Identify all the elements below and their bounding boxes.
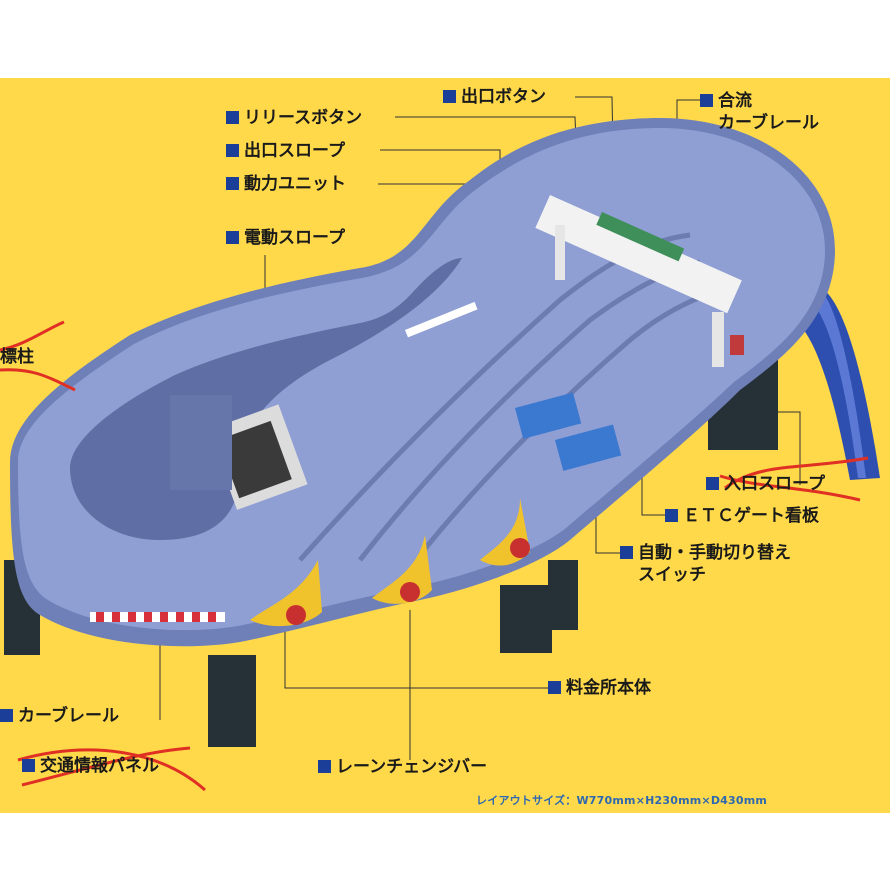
label-text: 交通情報パネル	[40, 756, 159, 776]
label-text: 料金所本体	[566, 678, 651, 698]
strike-marks	[0, 320, 869, 792]
label-text: 出口ボタン	[461, 87, 546, 107]
label-text: カーブレール	[18, 706, 119, 726]
label-exit-button: 出口ボタン	[443, 86, 546, 108]
bullet-square-icon	[700, 94, 713, 107]
label-text: 合流	[718, 91, 752, 111]
bullet-square-icon	[620, 546, 633, 559]
bullet-square-icon	[226, 231, 239, 244]
label-release-button: リリースボタン	[226, 107, 362, 129]
track-inner-loop	[70, 258, 462, 540]
bullet-square-icon	[318, 760, 331, 773]
bullet-square-icon	[22, 759, 35, 772]
label-electric-slope: 電動スロープ	[226, 227, 345, 249]
label-curve-rail: カーブレール	[0, 705, 119, 727]
label-entrance-slope: 入口スロープ	[706, 473, 825, 495]
label-text: 自動・手動切り替え	[638, 543, 791, 563]
bullet-square-icon	[665, 509, 678, 522]
label-text: 出口スロープ	[244, 141, 345, 161]
label-merge-curve-rail: 合流 カーブレール	[700, 90, 819, 134]
bullet-square-icon	[226, 111, 239, 124]
label-text: 入口スロープ	[724, 474, 825, 494]
label-text: リリースボタン	[244, 108, 363, 128]
bullet-square-icon	[226, 144, 239, 157]
bullet-square-icon	[443, 90, 456, 103]
track-pillar	[170, 395, 232, 490]
striped-barriers	[90, 301, 478, 622]
label-power-unit: 動力ユニット	[226, 173, 346, 195]
layout-size-text: レイアウトサイズ：W770mm×H230mm×D430mm	[476, 794, 768, 807]
lane-change-levers	[250, 498, 530, 627]
etc-gate	[535, 195, 744, 367]
label-auto-manual-switch: 自動・手動切り替え スイッチ	[620, 542, 791, 586]
label-text: 標柱	[0, 347, 34, 367]
label-traffic-info-panel: 交通情報パネル	[22, 755, 159, 777]
label-text: カーブレール	[718, 113, 819, 133]
label-left-cut: 標柱	[0, 346, 34, 368]
label-text: スイッチ	[638, 565, 706, 585]
chevron-sign-icon	[515, 392, 622, 471]
label-lane-change-bar: レーンチェンジバー	[318, 756, 487, 778]
label-exit-slope: 出口スロープ	[226, 140, 345, 162]
bullet-square-icon	[226, 177, 239, 190]
label-text: ＥＴＣゲート看板	[683, 506, 819, 526]
traffic-info-panel-shape	[208, 404, 308, 510]
label-etc-gate-sign: ＥＴＣゲート看板	[665, 505, 819, 527]
bullet-square-icon	[548, 681, 561, 694]
label-tollbooth-body: 料金所本体	[548, 677, 651, 699]
bullet-square-icon	[706, 477, 719, 490]
bullet-square-icon	[0, 709, 13, 722]
label-text: 電動スロープ	[244, 228, 345, 248]
label-text: 動力ユニット	[244, 174, 346, 194]
label-text: レーンチェンジバー	[336, 757, 488, 777]
